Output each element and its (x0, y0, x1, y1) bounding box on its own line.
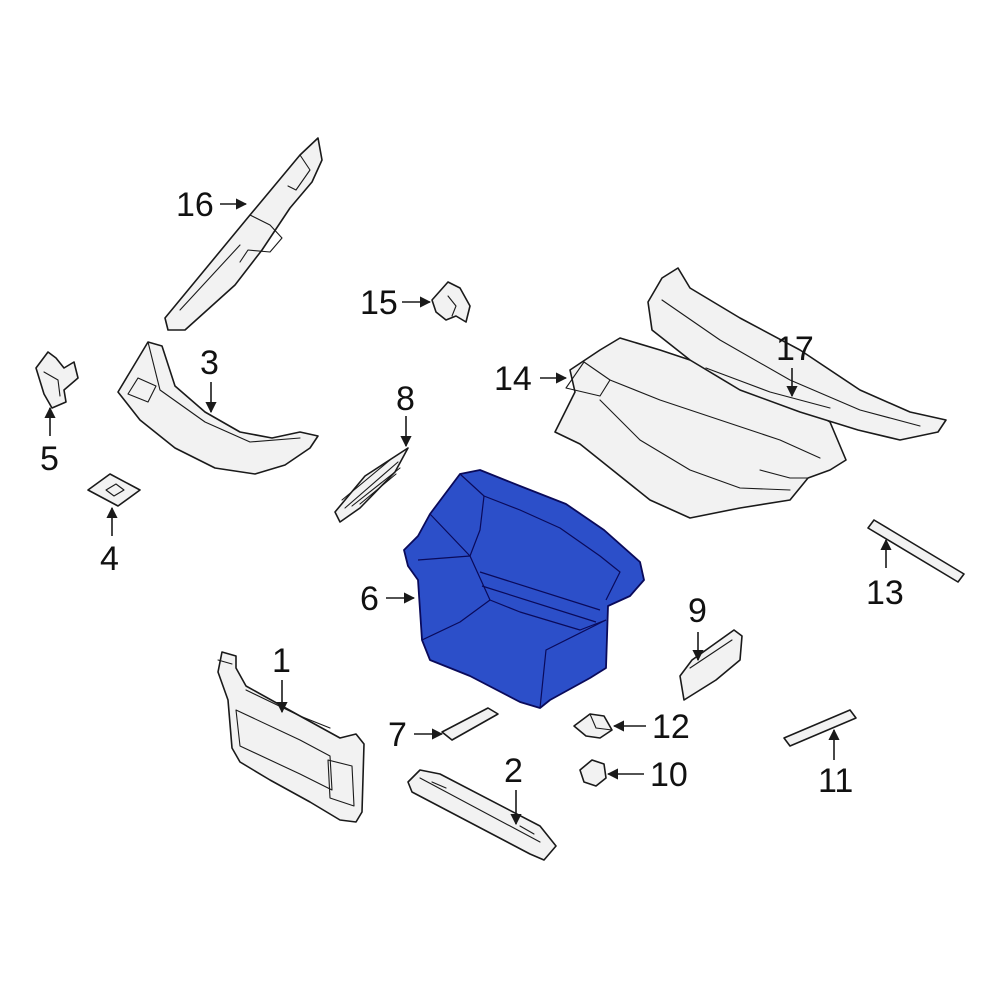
leader-lines (44, 198, 892, 826)
part-12-clip (573, 713, 613, 739)
callout-17: 17 (776, 330, 814, 368)
callout-12: 12 (652, 708, 690, 746)
callout-13: 13 (866, 574, 904, 612)
part-16-pillar-trim (164, 137, 323, 331)
part-8-insulator (334, 447, 409, 523)
callout-5: 5 (40, 440, 59, 478)
callout-15: 15 (360, 284, 398, 322)
part-2-sill-plate (407, 769, 557, 861)
part-4-pad (87, 473, 141, 507)
part-10-clip (579, 759, 607, 787)
part-1-side-trim (217, 651, 365, 823)
callout-10: 10 (650, 756, 688, 794)
part-11-strip (783, 709, 857, 747)
part-13-strip (867, 519, 965, 583)
callout-14: 14 (494, 360, 532, 398)
part-17-upper-panel (647, 267, 947, 441)
callout-labels: 16 15 3 5 4 8 14 17 13 6 9 1 7 12 10 2 1… (40, 186, 904, 800)
part-9-panel (679, 629, 743, 701)
part-5-bracket (35, 351, 79, 409)
part-3-trim-panel (117, 341, 319, 475)
callout-2: 2 (504, 752, 523, 790)
tub-body (403, 469, 645, 709)
part-14-package-tray (554, 337, 847, 519)
callout-6: 6 (360, 580, 379, 618)
callout-4: 4 (100, 540, 119, 578)
part-15-clip (431, 281, 471, 323)
callout-8: 8 (396, 380, 415, 418)
part-6-storage-tub (403, 469, 645, 709)
callout-7: 7 (388, 716, 407, 754)
callout-11: 11 (818, 762, 853, 800)
part-7-pad (441, 707, 499, 741)
callout-1: 1 (272, 642, 291, 680)
callout-16: 16 (176, 186, 214, 224)
callout-3: 3 (200, 344, 219, 382)
callout-9: 9 (688, 592, 707, 630)
